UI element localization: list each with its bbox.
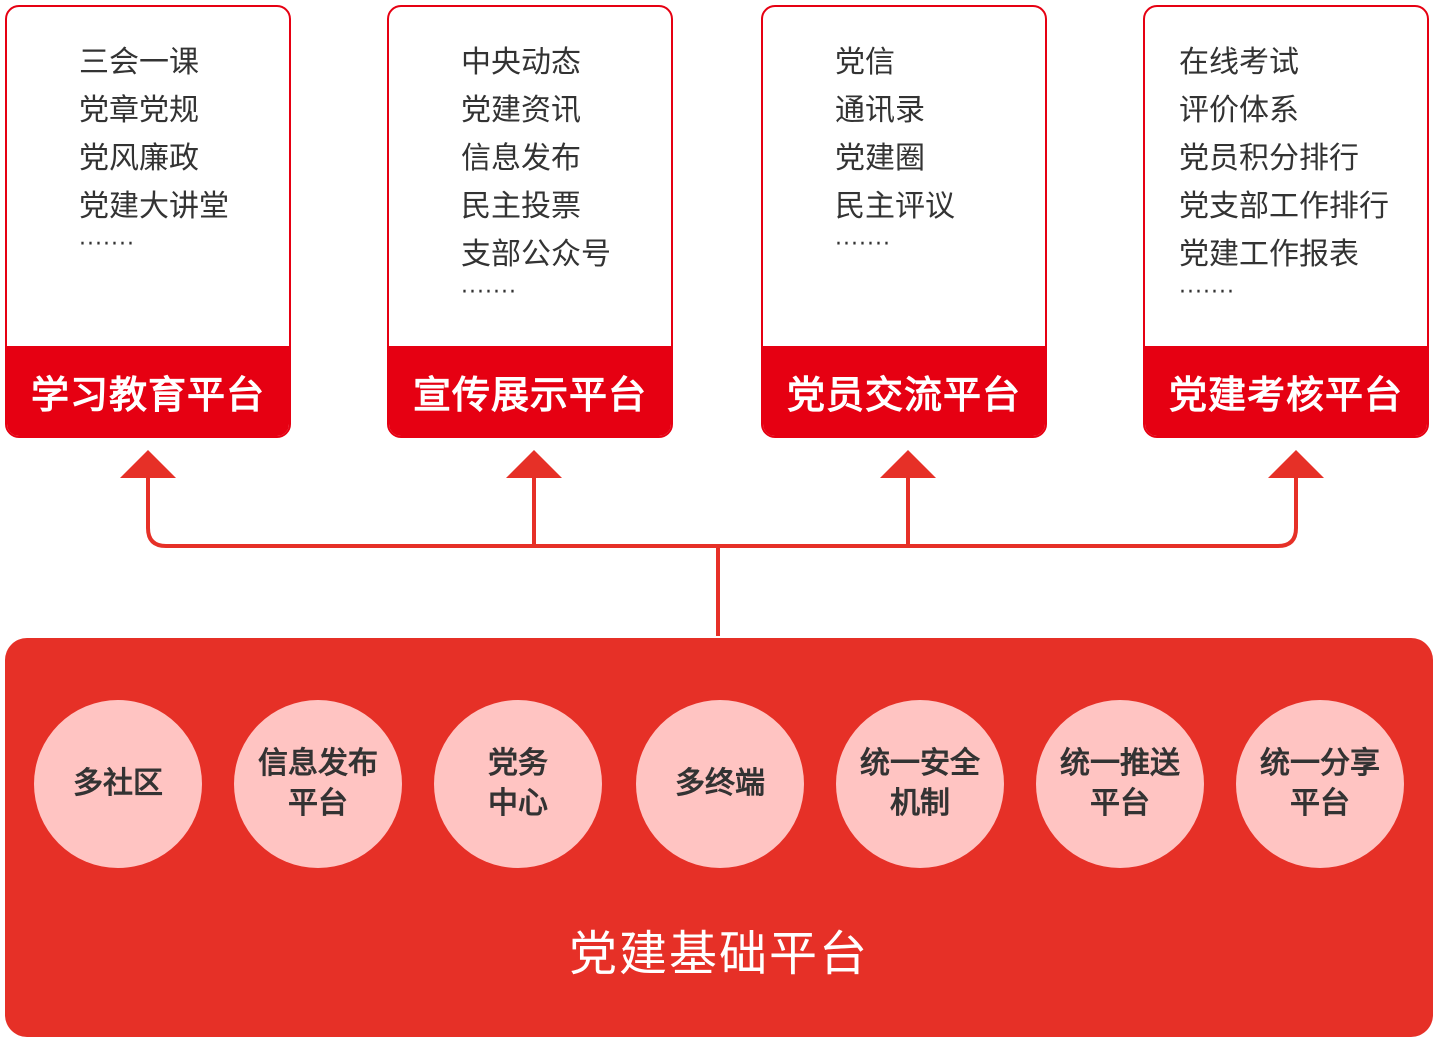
card-footer-title: 学习教育平台: [7, 346, 289, 436]
card-item: 党员积分排行: [1179, 141, 1359, 176]
card-item: 党建圈: [835, 141, 925, 176]
feature-circle: 信息发布 平台: [234, 700, 402, 868]
card-item: 党建大讲堂: [79, 189, 229, 224]
card-item: 支部公众号: [461, 237, 611, 272]
card-ellipsis: ·······: [461, 280, 517, 305]
feature-circle: 多终端: [636, 700, 804, 868]
card-item-list: 三会一课 党章党规 党风廉政 党建大讲堂 ·······: [79, 39, 283, 259]
card-item: 中央动态: [461, 45, 581, 80]
card-item: 通讯录: [835, 93, 925, 128]
feature-circle: 党务 中心: [434, 700, 602, 868]
card-item: 党信: [835, 45, 895, 80]
card-item-list: 中央动态 党建资讯 信息发布 民主投票 支部公众号 ·······: [461, 39, 665, 307]
card-item: 在线考试: [1179, 45, 1299, 80]
arrow-up-icon: [1268, 450, 1324, 478]
card-item: 党支部工作排行: [1179, 189, 1389, 224]
card-ellipsis: ·······: [835, 232, 891, 257]
connector-bus-line: [146, 476, 1298, 548]
card-item-list: 党信 通讯录 党建圈 民主评议 ·······: [835, 39, 1039, 259]
card-item: 党章党规: [79, 93, 199, 128]
card-item: 民主投票: [461, 189, 581, 224]
card-item: 评价体系: [1179, 93, 1299, 128]
base-platform: 多社区 信息发布 平台 党务 中心 多终端 统一安全 机制 统一推送 平台 统一…: [5, 638, 1433, 1037]
card-item-list: 在线考试 评价体系 党员积分排行 党支部工作排行 党建工作报表 ·······: [1179, 39, 1421, 307]
card-study-education: 三会一课 党章党规 党风廉政 党建大讲堂 ······· 学习教育平台: [5, 5, 291, 438]
card-item: 党建资讯: [461, 93, 581, 128]
base-platform-title: 党建基础平台: [568, 926, 869, 982]
feature-circle: 统一推送 平台: [1036, 700, 1204, 868]
card-item: 三会一课: [79, 45, 199, 80]
card-item: 党风廉政: [79, 141, 199, 176]
feature-circle: 多社区: [34, 700, 202, 868]
card-footer-title: 宣传展示平台: [389, 346, 671, 436]
card-item: 民主评议: [835, 189, 955, 224]
feature-circle: 统一安全 机制: [836, 700, 1004, 868]
arrow-up-icon: [880, 450, 936, 478]
card-ellipsis: ·······: [1179, 280, 1235, 305]
card-footer-title: 党员交流平台: [763, 346, 1045, 436]
card-footer-title: 党建考核平台: [1145, 346, 1427, 436]
arrow-up-icon: [120, 450, 176, 478]
card-assessment: 在线考试 评价体系 党员积分排行 党支部工作排行 党建工作报表 ······· …: [1143, 5, 1429, 438]
connector-arrows: [120, 450, 1324, 636]
card-publicity-display: 中央动态 党建资讯 信息发布 民主投票 支部公众号 ······· 宣传展示平台: [387, 5, 673, 438]
feature-circle: 统一分享 平台: [1236, 700, 1404, 868]
card-item: 党建工作报表: [1179, 237, 1359, 272]
card-member-communication: 党信 通讯录 党建圈 民主评议 ······· 党员交流平台: [761, 5, 1047, 438]
card-ellipsis: ·······: [79, 232, 135, 257]
card-item: 信息发布: [461, 141, 581, 176]
arrow-up-icon: [506, 450, 562, 478]
